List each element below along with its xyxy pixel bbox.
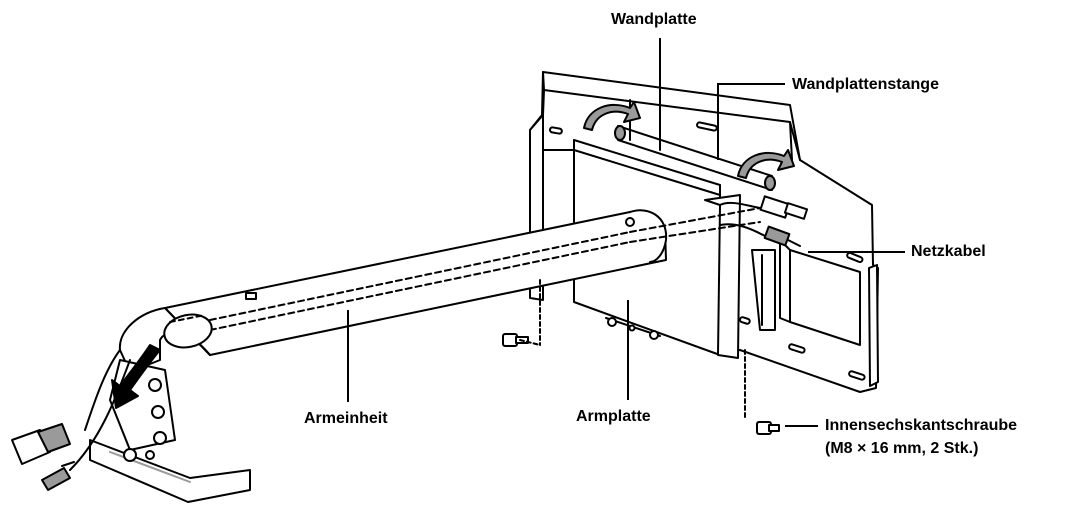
label-armplatte: Armplatte <box>576 408 651 425</box>
leader-wandplattenstange <box>717 83 785 160</box>
label-schraube-detail: (M8 × 16 mm, 2 Stk.) <box>825 440 979 457</box>
hex-screw-upper <box>502 279 541 347</box>
hex-screw-lower <box>744 349 780 435</box>
label-netzkabel: Netzkabel <box>911 243 986 260</box>
label-armeinheit: Armeinheit <box>304 410 388 427</box>
rotation-arrow-right <box>737 149 795 179</box>
rotation-arrow-left <box>583 101 641 131</box>
pull-arrow-down <box>111 344 161 409</box>
power-cable-plugs <box>719 195 809 247</box>
leader-lines <box>347 38 905 427</box>
dangling-cables <box>11 349 131 491</box>
label-innensechskantschraube: Innensechskantschraube <box>825 417 1018 434</box>
label-wandplattenstange: Wandplattenstange <box>792 76 939 93</box>
label-wandplatte: Wandplatte <box>611 11 697 28</box>
